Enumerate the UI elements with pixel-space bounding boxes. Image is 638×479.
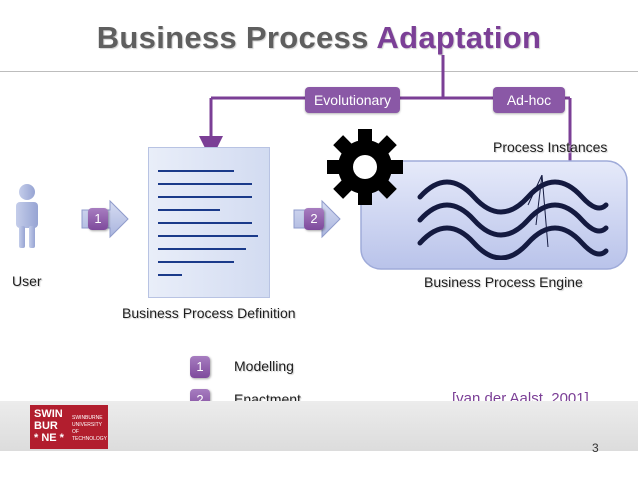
legend-1-badge: 1 <box>190 356 210 378</box>
process-definition-document <box>148 147 270 298</box>
slide-title: Business Process Adaptation <box>0 20 638 56</box>
title-accent: Adaptation <box>376 20 542 55</box>
university-logo: SWIN BUR * NE * SWINBURNE UNIVERSITY OF … <box>30 405 108 449</box>
user-icon <box>16 184 38 248</box>
logo-subtext: SWINBURNE UNIVERSITY OF TECHNOLOGY <box>72 415 108 442</box>
adhoc-tag: Ad-hoc <box>493 87 565 113</box>
engine-label: Business Process Engine <box>424 274 583 290</box>
evolutionary-tag: Evolutionary <box>305 87 400 113</box>
process-instance-waves <box>417 175 609 260</box>
user-label: User <box>12 273 42 289</box>
process-instances-label: Process Instances <box>493 139 608 155</box>
title-divider <box>0 71 638 72</box>
gear-icon <box>327 129 403 205</box>
page-number: 3 <box>592 441 599 455</box>
title-main: Business Process <box>96 20 377 55</box>
legend-1-text: Modelling <box>234 358 294 374</box>
definition-label: Business Process Definition <box>122 305 296 321</box>
step-2-badge: 2 <box>304 208 324 230</box>
step-1-badge: 1 <box>88 208 108 230</box>
logo-wordmark: SWIN BUR * NE * <box>34 408 64 444</box>
